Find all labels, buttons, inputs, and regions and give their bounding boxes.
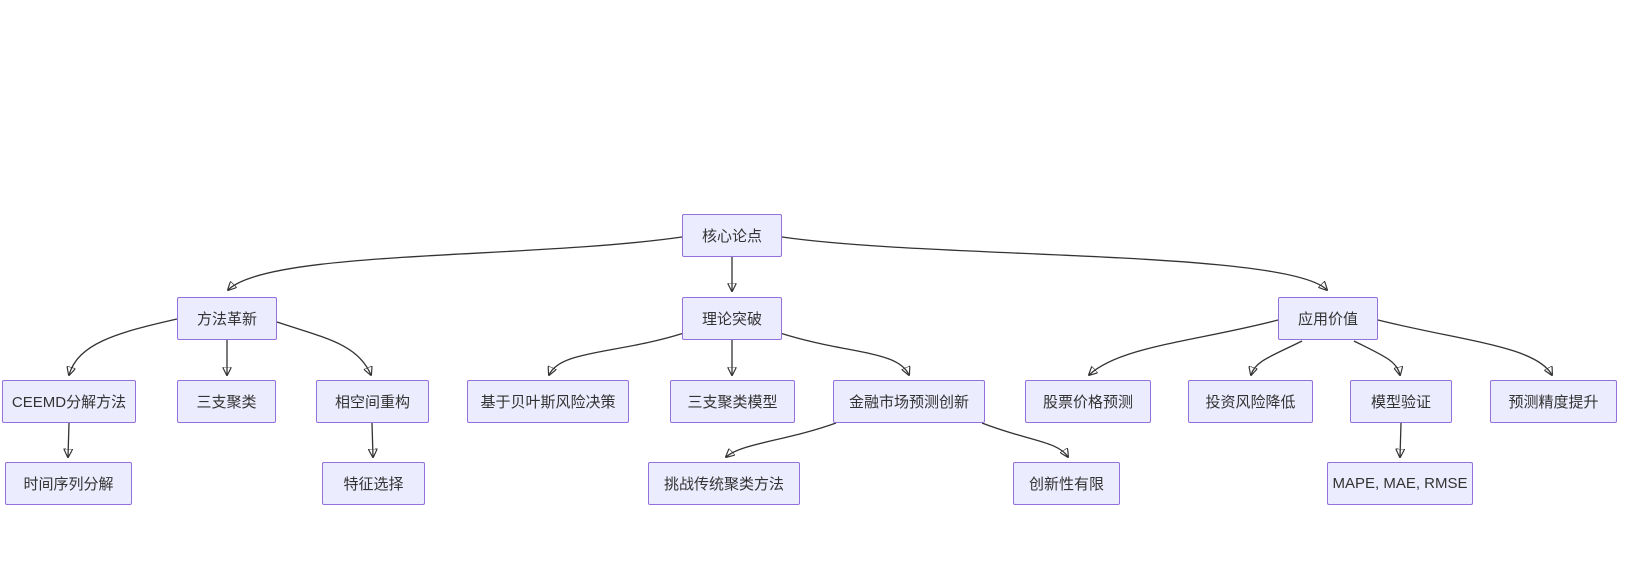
- node-decompose: 时间序列分解: [5, 462, 132, 505]
- edge-core-to-method: [228, 236, 683, 290]
- edge-value-to-stock: [1089, 319, 1279, 375]
- node-feature: 特征选择: [322, 462, 425, 505]
- edge-validation-to-metrics: [1400, 422, 1401, 457]
- node-finance: 金融市场预测创新: [833, 380, 985, 423]
- edge-finance-to-challenge: [726, 422, 837, 457]
- edge-theory-to-finance: [779, 332, 909, 375]
- edge-theory-to-bayes: [549, 332, 685, 375]
- node-risk: 投资风险降低: [1188, 380, 1313, 423]
- edge-method-to-phase: [276, 321, 371, 375]
- node-phase: 相空间重构: [316, 380, 429, 423]
- node-bayes: 基于贝叶斯风险决策: [467, 380, 629, 423]
- edge-value-to-validation: [1353, 340, 1400, 375]
- node-stock: 股票价格预测: [1025, 380, 1151, 423]
- edge-value-to-risk: [1251, 340, 1303, 375]
- node-metrics: MAPE, MAE, RMSE: [1327, 462, 1473, 505]
- node-limited: 创新性有限: [1013, 462, 1120, 505]
- node-method: 方法革新: [177, 297, 277, 340]
- edge-ceemd-to-decompose: [68, 422, 69, 457]
- edge-phase-to-feature: [372, 422, 373, 457]
- edge-finance-to-limited: [981, 422, 1068, 457]
- node-challenge: 挑战传统聚类方法: [648, 462, 800, 505]
- edge-core-to-value: [781, 236, 1327, 290]
- node-value: 应用价值: [1278, 297, 1378, 340]
- node-validation: 模型验证: [1350, 380, 1452, 423]
- node-ceemd: CEEMD分解方法: [2, 380, 136, 423]
- node-accuracy: 预测精度提升: [1490, 380, 1617, 423]
- node-theory: 理论突破: [682, 297, 782, 340]
- edge-method-to-ceemd: [69, 318, 178, 375]
- node-core: 核心论点: [682, 214, 782, 257]
- node-three-way-model: 三支聚类模型: [670, 380, 795, 423]
- node-three-way: 三支聚类: [177, 380, 276, 423]
- edge-value-to-accuracy: [1377, 319, 1552, 375]
